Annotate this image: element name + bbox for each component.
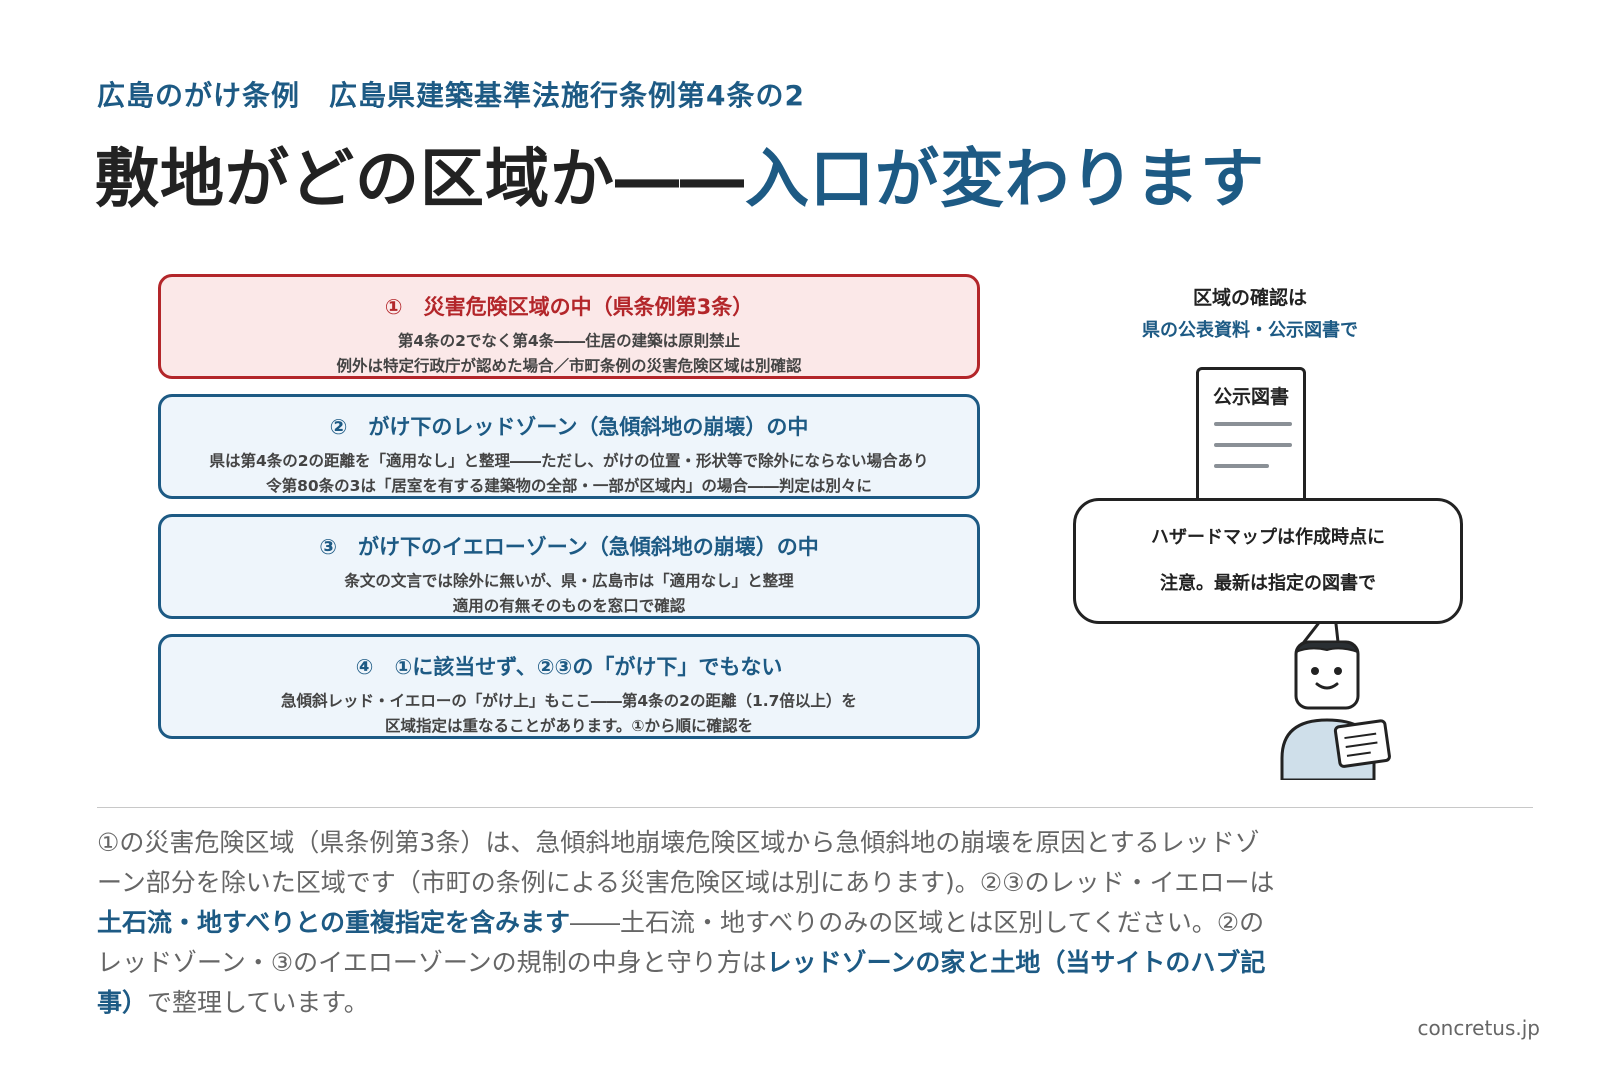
zone-box-line: 急傾斜レッド・イエローの「がけ上」もここ――第4条の2の距離（1.7倍以上）を <box>281 692 857 710</box>
zone-box-line: 第4条の2でなく第4条――住居の建築は原則禁止 <box>397 332 741 350</box>
zone-box-heading: ② がけ下のレッドゾーン（急傾斜地の崩壊）の中 <box>329 415 809 439</box>
paragraph-text: ①の災害危険区域（県条例第3条）は、急傾斜地崩壊危険区域から急傾斜地の崩壊を原因… <box>97 828 1275 897</box>
paragraph-text: で整理しています。 <box>147 988 369 1017</box>
document-line <box>1214 443 1292 447</box>
page-title: 敷地がどの区域か――入口が変わります <box>95 128 1265 220</box>
footer-paragraph: ①の災害危険区域（県条例第3条）は、急傾斜地崩壊危険区域から急傾斜地の崩壊を原因… <box>97 823 1277 1023</box>
zone-box-line: 区域指定は重なることがあります。①から順に確認を <box>384 717 754 735</box>
zone-box-line: 令第80条の3は「居室を有する建築物の全部・一部が区域内」の場合――判定は別々に <box>266 477 872 495</box>
document-line <box>1214 464 1269 468</box>
zone-box-red-zone: ② がけ下のレッドゾーン（急傾斜地の崩壊）の中 県は第4条の2の距離を「適用なし… <box>158 394 980 499</box>
zone-box-heading: ③ がけ下のイエローゾーン（急傾斜地の崩壊）の中 <box>319 535 819 559</box>
document-icon: 公示図書 <box>1196 367 1306 512</box>
person-icon <box>1280 622 1391 780</box>
document-label: 公示図書 <box>1212 386 1289 408</box>
side-subtitle: 県の公表資料・公示図書で <box>1142 320 1358 341</box>
zone-box-disaster-area: ① 災害危険区域の中（県条例第3条） 第4条の2でなく第4条――住居の建築は原則… <box>158 274 980 379</box>
zone-box-line: 条文の文言では除外に無いが、県・広島市は「適用なし」と整理 <box>344 572 794 590</box>
speech-bubble: ハザードマップは作成時点に 注意。最新は指定の図書で <box>1073 498 1463 624</box>
zone-box-line: 適用の有無そのものを窓口で確認 <box>452 597 686 615</box>
zone-box-heading: ① 災害危険区域の中（県条例第3条） <box>384 295 754 319</box>
highlight-text: 土石流・地すべりとの重複指定を含みます <box>97 908 571 937</box>
page-subtitle: 広島のがけ条例 広島県建築基準法施行条例第4条の2 <box>97 79 805 112</box>
hub-article-link[interactable]: レッドゾーンの家と土地（当サイトのハブ記事） <box>97 948 1266 1017</box>
zone-box-line: 県は第4条の2の距離を「適用なし」と整理――ただし、がけの位置・形状等で除外にな… <box>209 452 929 470</box>
title-accent: 入口が変わります <box>745 143 1265 217</box>
bubble-line: 注意。最新は指定の図書で <box>1160 573 1376 594</box>
divider <box>97 807 1533 808</box>
zone-box-other: ④ ①に該当せず、②③の「がけ下」でもない 急傾斜レッド・イエローの「がけ上」も… <box>158 634 980 739</box>
document-line <box>1214 422 1292 426</box>
zone-box-heading: ④ ①に該当せず、②③の「がけ下」でもない <box>355 655 783 679</box>
zone-box-line: 例外は特定行政庁が認めた場合／市町条例の災害危険区域は別確認 <box>336 357 802 375</box>
side-title: 区域の確認は <box>1192 287 1307 309</box>
zone-box-yellow-zone: ③ がけ下のイエローゾーン（急傾斜地の崩壊）の中 条文の文言では除外に無いが、県… <box>158 514 980 619</box>
paragraph-text: ――土石流・地すべりのみの区域とは区別してください。②のレッドゾーン・③のイエロ… <box>97 908 1265 977</box>
title-main: 敷地がどの区域か―― <box>95 143 745 217</box>
source-credit: concretus.jp <box>1417 1016 1540 1040</box>
bubble-line: ハザードマップは作成時点に <box>1151 527 1385 548</box>
